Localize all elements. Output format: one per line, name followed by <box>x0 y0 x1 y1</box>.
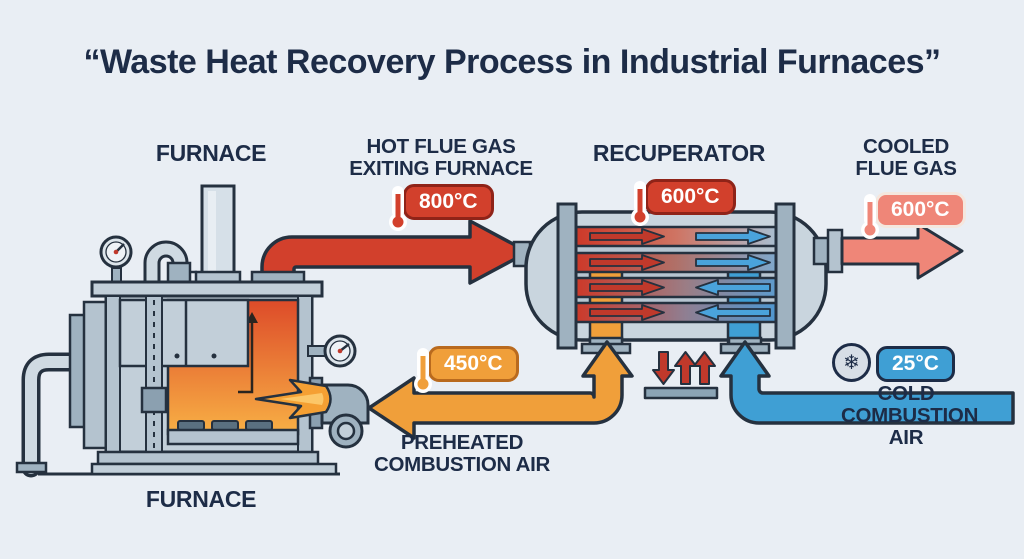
furnace-label-bottom: FURNACE <box>145 486 257 512</box>
cooled-flue-gas-temp: 600°C <box>858 192 966 240</box>
cooled-flue-gas-label: COOLED FLUE GAS <box>836 135 976 181</box>
recuperator-tubes <box>574 225 778 324</box>
furnace-illustration <box>15 184 370 478</box>
cold-air-label-line1: COLD <box>877 382 935 405</box>
preheated-air-label-line1: PREHEATED <box>400 431 524 454</box>
temp-badge: 25°C <box>876 346 955 382</box>
furnace-body <box>90 280 338 476</box>
heat-transfer-icon <box>643 351 719 400</box>
hot-flue-gas-arrow <box>260 219 530 296</box>
furnace-cabinet <box>118 298 250 368</box>
furnace-tie-rod <box>145 295 163 453</box>
cooled-flue-gas-label-line2: FLUE GAS <box>855 157 957 181</box>
cold-air-label-line2: COMBUSTION <box>841 404 979 428</box>
furnace-side-panel <box>82 300 110 450</box>
cold-air-label-line3: AIR <box>888 426 924 450</box>
thermometer-icon <box>631 181 649 226</box>
cooled-flue-gas-label-line1: COOLED <box>863 135 949 158</box>
furnace-chimney <box>194 184 242 288</box>
recuperator-label: RECUPERATOR <box>592 140 766 166</box>
thermometer-icon <box>861 194 879 239</box>
recuperator-outlet-nozzle <box>812 228 844 274</box>
recuperator-end-plate <box>556 202 578 350</box>
furnace-left-pipe <box>15 352 92 478</box>
thermometer-icon <box>389 186 407 231</box>
cold-air-arrow <box>719 340 1015 425</box>
furnace-coals <box>177 420 273 431</box>
hot-flue-gas-temp: 800°C <box>386 184 494 232</box>
recuperator-illustration <box>512 202 844 355</box>
hot-flue-gas-label: HOT FLUE GAS EXITING FURNACE <box>341 135 541 181</box>
pressure-gauge-icon <box>307 334 357 368</box>
flame-icon <box>254 378 332 420</box>
preheated-air-label-line2: COMBUSTION AIR <box>373 453 551 477</box>
hot-tube-flow-arrows <box>589 228 665 321</box>
temp-badge: 450°C <box>428 346 519 382</box>
rising-heat-arrow <box>238 322 254 394</box>
cold-air-temp: 25°C <box>876 346 955 382</box>
preheated-air-temp: 450°C <box>411 346 519 394</box>
hot-flue-gas-label-line2: EXITING FURNACE <box>349 157 533 181</box>
recuperator-temp: 600°C <box>628 179 736 227</box>
temp-badge: 600°C <box>645 179 736 215</box>
preheated-air-arrow <box>367 340 634 440</box>
cold-tube-flow-arrows <box>695 228 771 321</box>
hot-flue-gas-label-line1: HOT FLUE GAS <box>366 135 516 158</box>
thermometer-icon <box>414 348 432 393</box>
snowflake-icon: ❄ <box>832 343 871 382</box>
cold-air-label: COLD COMBUSTION AIR <box>841 382 979 450</box>
temp-badge: 800°C <box>403 184 494 220</box>
preheated-air-label: PREHEATED COMBUSTION AIR <box>362 431 562 477</box>
diagram-title: “Waste Heat Recovery Process in Industri… <box>83 43 941 81</box>
pressure-gauge-icon <box>99 235 133 287</box>
recuperator-end-plate <box>774 202 796 350</box>
furnace-label-top: FURNACE <box>155 140 267 166</box>
cooled-flue-gas-arrow <box>840 222 964 280</box>
temp-badge: 600°C <box>875 192 966 228</box>
